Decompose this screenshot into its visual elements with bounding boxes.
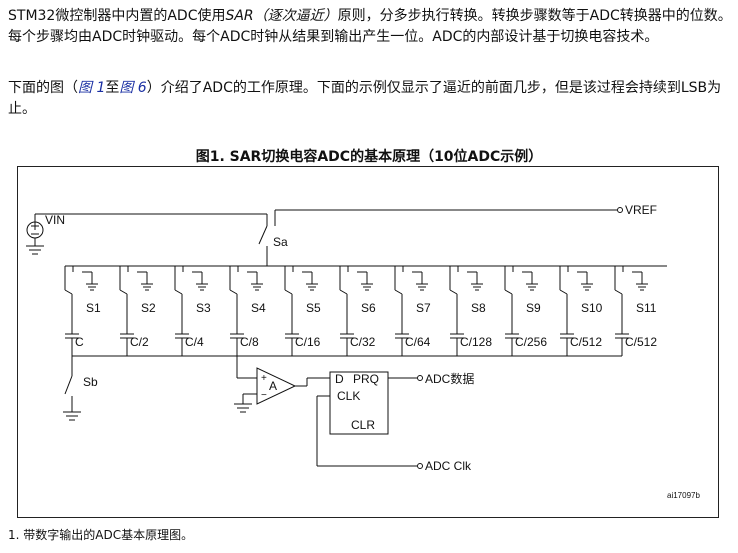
d-flip-flop [329,371,389,435]
sa-switch [258,225,268,245]
switch-s3 [174,289,183,295]
figure-id: ai17097b [667,491,700,500]
switch-label-10: S10 [581,301,603,315]
comparator-label: A [269,379,277,393]
capacitor-label-6: C/32 [350,335,376,349]
sar-term: SAR（逐次逼近） [225,8,338,24]
switch-label-6: S6 [361,301,376,315]
figure-6-link[interactable]: 图 6 [119,80,147,96]
switch-s11 [614,289,623,295]
switch-label-7: S7 [416,301,431,315]
switch-s8 [449,289,458,295]
switch-s4 [229,289,238,295]
figure-intro-paragraph: 下面的图（图 1至图 6）介绍了ADC的工作原理。下面的示例仅显示了逼近的前面几… [8,80,722,117]
comparator [256,367,297,405]
capacitor-label-2: C/2 [130,335,149,349]
switch-label-1: S1 [86,301,101,315]
capacitor-label-3: C/4 [185,335,204,349]
capacitor-label-1: C [75,335,84,349]
capacitor-label-7: C/64 [405,335,431,349]
adc-circuit-diagram: S1C S2C/2 S3C/4 S4C/8 S5C/16 S6C/32 S7C/64 S8C/… [26,203,700,500]
ff-clr-label: CLR [351,418,375,432]
adc-clk-label: ADC Clk [425,459,472,473]
capacitor-label-9: C/256 [515,335,547,349]
switch-s10 [559,289,568,295]
switch-s9 [504,289,513,295]
figure-footnote: 1. 带数字输出的ADC基本原理图。 [8,528,194,542]
capacitor-label-5: C/16 [295,335,321,349]
comparator-plus: + [261,373,267,384]
capacitor-label-10: C/512 [570,335,602,349]
ff-prq-label: PRQ [353,372,379,386]
capacitor-label-8: C/128 [460,335,492,349]
switch-label-2: S2 [141,301,156,315]
switch-s1 [64,289,73,295]
ff-d-label: D [335,372,344,386]
capacitor-label-4: C/8 [240,335,259,349]
switch-label-8: S8 [471,301,486,315]
switch-label-4: S4 [251,301,266,315]
switch-label-11: S11 [636,301,657,315]
adc-data-label: ADC数据 [425,371,474,386]
comparator-minus: − [261,390,267,401]
sb-label: Sb [83,375,98,389]
figure-frame [17,166,719,518]
ff-clk-label: CLK [337,389,360,403]
switch-label-9: S9 [526,301,541,315]
sb-switch [64,375,73,395]
intro-paragraph: STM32微控制器中内置的ADC使用SAR（逐次逼近）原则，分多步执行转换。转换… [8,8,732,45]
switch-s5 [284,289,293,295]
capacitor-label-11: C/512 [625,335,657,349]
switch-label-5: S5 [306,301,321,315]
figure-title: 图1. SAR切换电容ADC的基本原理（10位ADC示例） [195,149,543,165]
switch-s7 [394,289,403,295]
figure-1-link[interactable]: 图 1 [78,80,106,96]
switch-s6 [339,289,348,295]
switch-label-3: S3 [196,301,211,315]
vref-label: VREF [625,203,657,217]
vin-label: VIN [45,213,65,227]
switch-s2 [119,289,128,295]
sa-label: Sa [273,235,288,249]
